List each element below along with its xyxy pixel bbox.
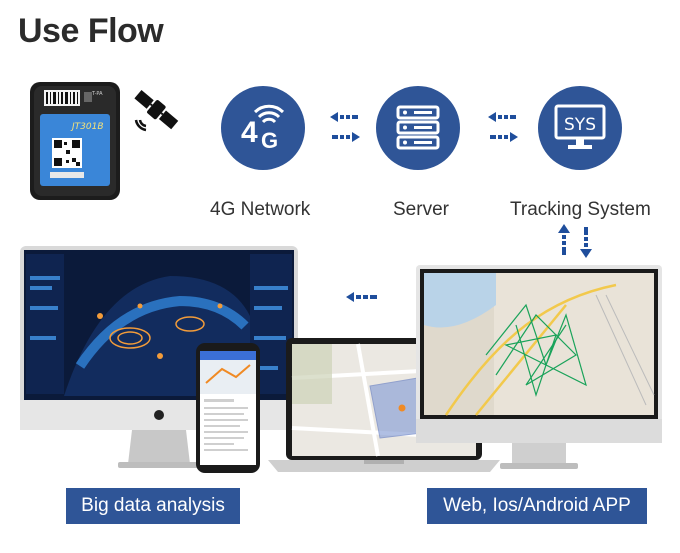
server-rack-icon [396,105,440,150]
satellite-icon [130,84,182,136]
monitor-tracking-map [416,265,662,473]
tracking-system-node: SYS [538,86,622,170]
tracker-device: JT301B T-PA [26,78,131,208]
sys-monitor-icon: SYS [554,104,606,149]
left-arrow-icon [346,290,378,302]
device-top-text: T-PA [92,91,103,97]
app-banner: Web, Ios/Android APP [427,488,647,524]
svg-text:SYS: SYS [564,115,596,135]
4g-wifi-icon: 4 G [241,104,285,153]
tracking-system-label: Tracking System [510,199,651,220]
server-node [376,86,460,170]
device-model-label: JT301B [72,122,104,132]
4g-network-node: 4 G [221,86,305,170]
up-down-arrow-icon [558,224,596,258]
big-data-banner: Big data analysis [66,488,240,524]
page-title: Use Flow [18,12,164,50]
smartphone-app [196,343,260,473]
svg-text:G: G [261,128,278,153]
bidirectional-arrow-icon [330,110,360,144]
bidirectional-arrow-icon [488,110,518,144]
svg-text:4: 4 [241,116,258,149]
network-label: 4G Network [210,199,311,220]
server-label: Server [393,199,449,220]
